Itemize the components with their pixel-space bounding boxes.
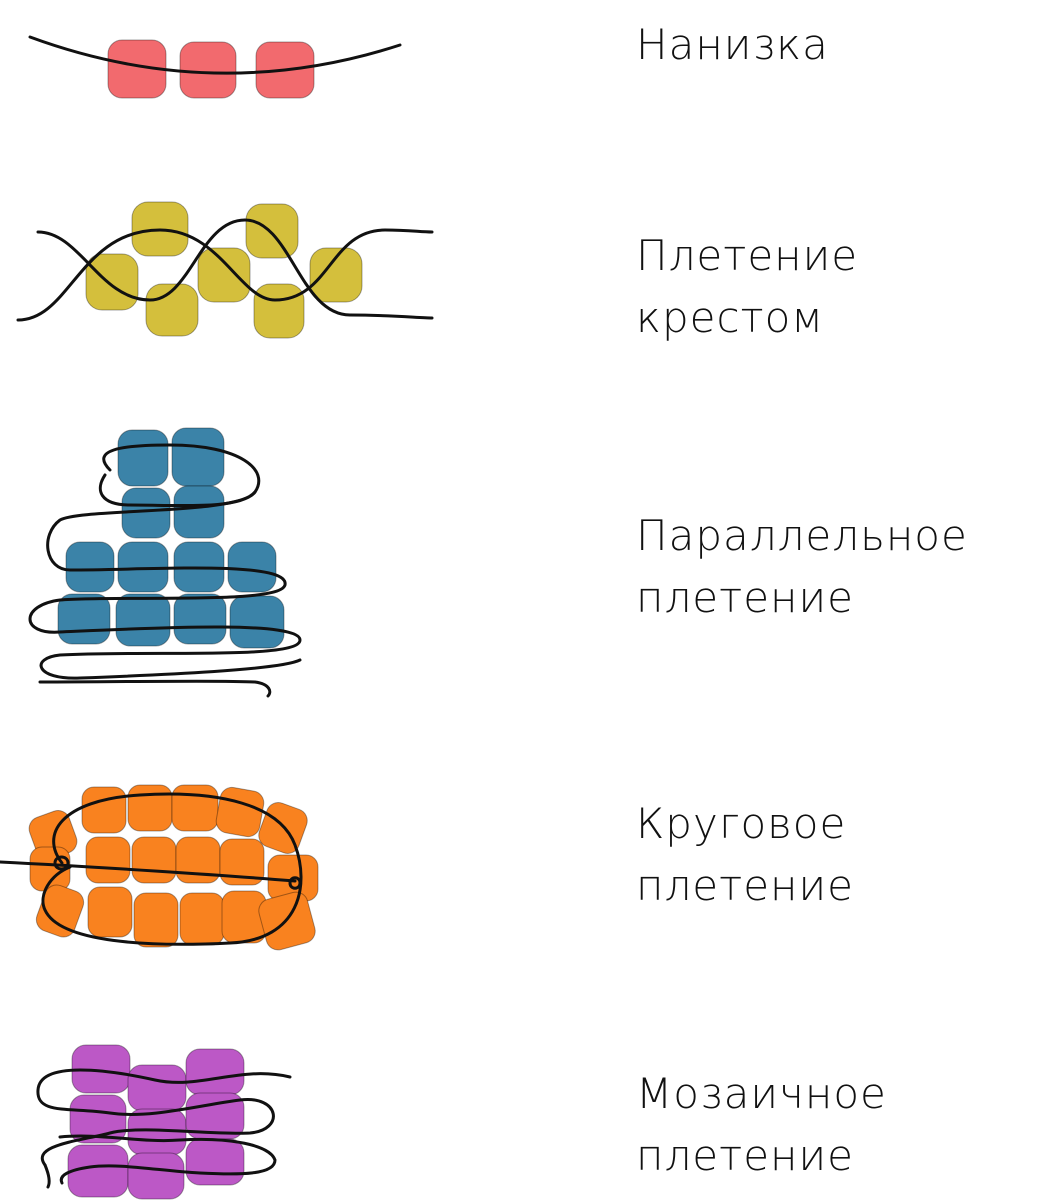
bead [253, 283, 305, 339]
technique-label-line: Круговое [636, 799, 847, 848]
technique-label-line: плетение [636, 573, 854, 622]
bead [215, 786, 265, 838]
bead [229, 595, 285, 649]
bead [173, 593, 227, 645]
technique-label-line: Параллельное [636, 511, 968, 560]
technique-label-line: плетение [636, 861, 854, 910]
bead [115, 593, 171, 647]
thread [28, 490, 302, 680]
thread [41, 792, 303, 946]
bead [117, 429, 169, 487]
thread [0, 860, 297, 883]
bead [35, 884, 85, 938]
bead [87, 886, 133, 938]
thread [36, 218, 434, 320]
technique-label-line: Мозаичное [636, 1069, 887, 1118]
technique-mosaic-weave: Мозаичное плетение [0, 1035, 1055, 1200]
parallel-weave-illustration [28, 427, 302, 698]
bead [221, 890, 267, 944]
technique-circular-weave: Круговое плетение [0, 775, 1055, 965]
thread [58, 1134, 277, 1185]
technique-cross-weave: Плетение крестом [0, 190, 1055, 350]
thread [28, 35, 402, 75]
bead [185, 1138, 245, 1186]
technique-label-line: Плетение [636, 231, 859, 280]
circular-weave-illustration [0, 784, 319, 951]
technique-label: Плетение крестом [636, 225, 858, 349]
bead [173, 485, 225, 539]
bead [179, 41, 237, 99]
technique-label: Параллельное плетение [636, 505, 968, 629]
bead [171, 784, 219, 832]
bead [171, 427, 225, 487]
bead [81, 786, 127, 834]
thread [43, 1163, 51, 1189]
thread [98, 443, 261, 508]
bead [245, 203, 299, 259]
technique-label-line: Нанизка [636, 20, 829, 69]
bead [127, 1152, 185, 1200]
technique-label: Мозаичное плетение [636, 1063, 887, 1187]
bead [127, 1064, 187, 1112]
mosaic-weave-illustration [36, 1044, 292, 1200]
thread [288, 876, 302, 890]
technique-label: Круговое плетение [636, 793, 854, 917]
technique-label-line: крестом [636, 293, 824, 342]
thread [38, 679, 272, 698]
bead [197, 247, 251, 303]
stringing-illustration [28, 35, 402, 99]
bead [65, 541, 115, 593]
technique-stringing: Нанизка [0, 0, 1055, 120]
bead [85, 253, 139, 311]
bead [133, 892, 179, 948]
bead [57, 593, 111, 645]
bead [219, 838, 265, 886]
bead [131, 836, 177, 884]
thread [53, 855, 70, 871]
bead [85, 836, 131, 884]
bead [179, 892, 225, 946]
technique-label-line: плетение [636, 1131, 854, 1180]
technique-label: Нанизка [636, 14, 829, 76]
bead [309, 247, 363, 303]
bead [127, 784, 173, 832]
bead [227, 541, 277, 593]
technique-parallel-weave: Параллельное плетение [0, 420, 1055, 710]
bead [185, 1048, 245, 1096]
cross-weave-illustration [16, 201, 434, 339]
thread [36, 1068, 292, 1167]
